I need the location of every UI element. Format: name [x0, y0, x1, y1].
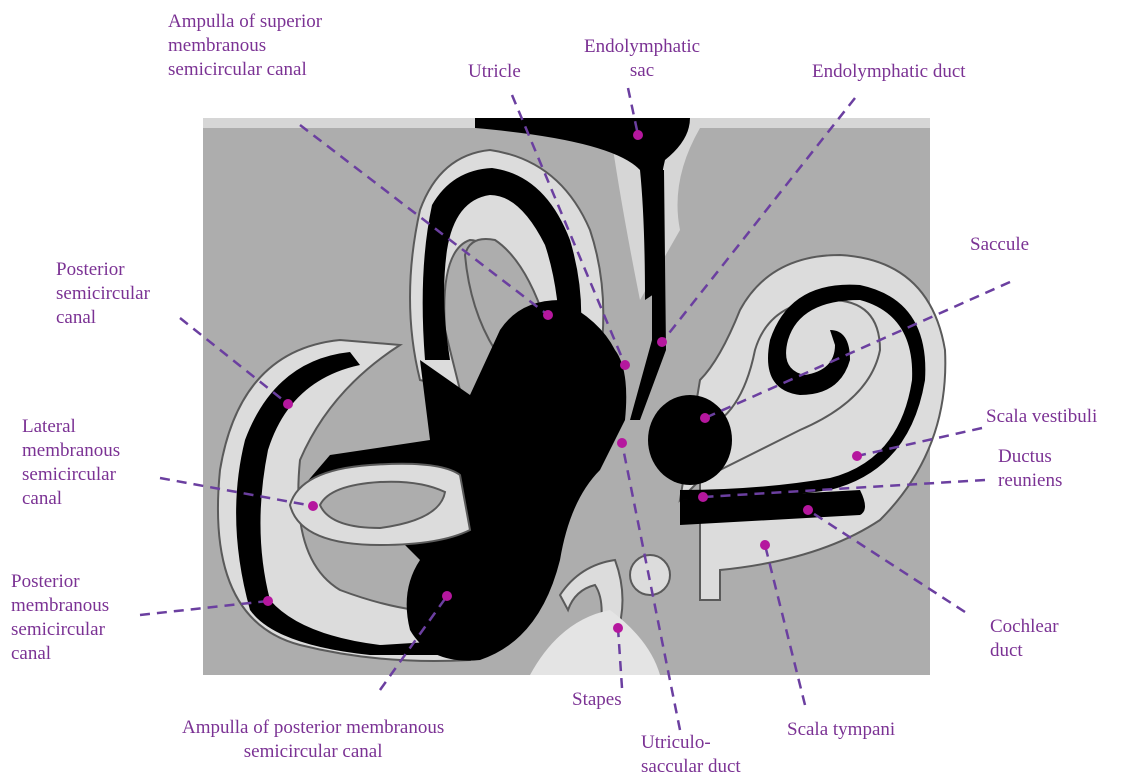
label-utricle: Utricle	[468, 60, 521, 84]
label-line: Ductus	[998, 445, 1062, 469]
label-line: sac	[584, 59, 700, 83]
label-line: semicircular	[56, 282, 150, 306]
label-line: Lateral	[22, 415, 120, 439]
label-line: Ampulla of superior	[168, 10, 322, 34]
label-line: Posterior	[11, 570, 109, 594]
saccule-shape	[648, 395, 732, 485]
label-scala-vestibuli: Scala vestibuli	[986, 405, 1097, 429]
label-dot	[633, 130, 643, 140]
label-dot	[613, 623, 623, 633]
label-line: semicircular	[11, 618, 109, 642]
label-line: Posterior	[56, 258, 150, 282]
label-line: Ampulla of posterior membranous	[182, 716, 444, 740]
label-line: saccular duct	[641, 755, 741, 779]
label-saccule: Saccule	[970, 233, 1029, 257]
label-scala-tympani: Scala tympani	[787, 718, 895, 742]
oval-window	[630, 555, 670, 595]
label-line: semicircular	[22, 463, 120, 487]
label-dot	[442, 591, 452, 601]
label-line: Utriculo-	[641, 731, 741, 755]
label-dot	[760, 540, 770, 550]
label-dot	[852, 451, 862, 461]
label-line: canal	[22, 487, 120, 511]
label-line: Endolymphatic	[584, 35, 700, 59]
label-line: membranous	[11, 594, 109, 618]
label-dot	[617, 438, 627, 448]
label-line: duct	[990, 639, 1059, 663]
label-utriculo-saccular: Utriculo-saccular duct	[641, 731, 741, 779]
label-line: reuniens	[998, 469, 1062, 493]
label-dot	[308, 501, 318, 511]
label-line: Scala tympani	[787, 718, 895, 742]
label-line: Utricle	[468, 60, 521, 84]
label-line: Endolymphatic duct	[812, 60, 966, 84]
label-dot	[698, 492, 708, 502]
label-line: Stapes	[572, 688, 622, 712]
label-line: semicircular canal	[168, 58, 322, 82]
label-line: Scala vestibuli	[986, 405, 1097, 429]
label-dot	[543, 310, 553, 320]
label-line: canal	[11, 642, 109, 666]
label-dot	[700, 413, 710, 423]
label-dot	[657, 337, 667, 347]
label-dot	[620, 360, 630, 370]
label-dot	[283, 399, 293, 409]
label-line: Cochlear	[990, 615, 1059, 639]
label-dot	[803, 505, 813, 515]
label-endolymphatic-duct: Endolymphatic duct	[812, 60, 966, 84]
label-line: membranous	[168, 34, 322, 58]
label-line: semicircular canal	[182, 740, 444, 764]
label-line: canal	[56, 306, 150, 330]
label-line: membranous	[22, 439, 120, 463]
label-dot	[263, 596, 273, 606]
label-stapes: Stapes	[572, 688, 622, 712]
label-line: Saccule	[970, 233, 1029, 257]
